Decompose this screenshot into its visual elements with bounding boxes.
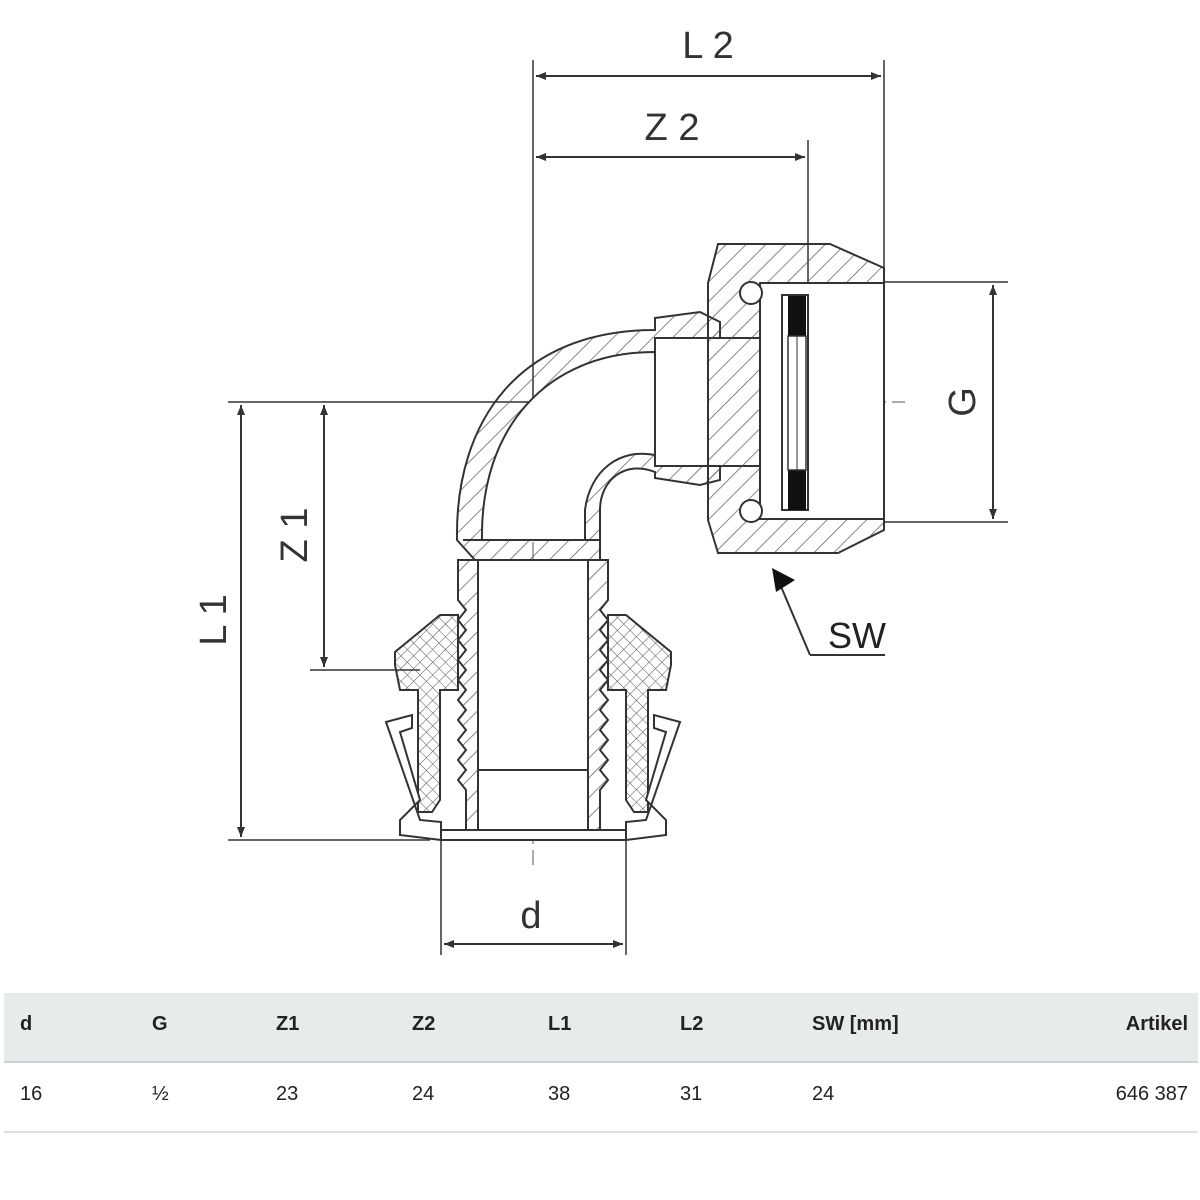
clip-ring	[384, 713, 682, 842]
table-row: 16 ½ 23 24 38 31 24 646 387	[4, 1062, 1198, 1133]
cell-l1: 38	[532, 1062, 664, 1133]
label-l2: L 2	[682, 25, 733, 67]
cell-d: 16	[4, 1062, 136, 1133]
o-rings	[739, 281, 763, 523]
label-g: G	[942, 387, 984, 417]
header-z2: Z2	[396, 993, 532, 1063]
press-sleeve	[394, 614, 672, 813]
label-d: d	[520, 895, 541, 937]
table-header-row: d G Z1 Z2 L1 L2 SW [mm] Artikel	[4, 993, 1198, 1063]
header-d: d	[4, 993, 136, 1063]
inner-sleeve	[463, 539, 600, 836]
cell-artikel: 646 387	[1036, 1062, 1198, 1133]
spec-table: d G Z1 Z2 L1 L2 SW [mm] Artikel 16 ½ 23 …	[4, 993, 1198, 1133]
sw-marker	[772, 568, 795, 592]
label-l1: L 1	[193, 594, 235, 645]
grip-sleeve	[456, 559, 610, 831]
label-sw: SW	[828, 615, 886, 656]
header-l2: L2	[664, 993, 796, 1063]
cell-sw: 24	[796, 1062, 1036, 1133]
header-z1: Z1	[260, 993, 396, 1063]
cell-l2: 31	[664, 1062, 796, 1133]
header-g: G	[136, 993, 260, 1063]
label-z1: Z 1	[274, 508, 316, 563]
label-z2: Z 2	[645, 107, 700, 149]
cell-g: ½	[136, 1062, 260, 1133]
header-l1: L1	[532, 993, 664, 1063]
header-sw: SW [mm]	[796, 993, 1036, 1063]
dimension-lines	[228, 60, 1008, 955]
flat-seal	[787, 296, 807, 510]
header-artikel: Artikel	[1036, 993, 1198, 1063]
cell-z1: 23	[260, 1062, 396, 1133]
fitting-technical-drawing: L 2 Z 2 G Z 1 L 1 SW d	[193, 25, 1008, 955]
cell-z2: 24	[396, 1062, 532, 1133]
